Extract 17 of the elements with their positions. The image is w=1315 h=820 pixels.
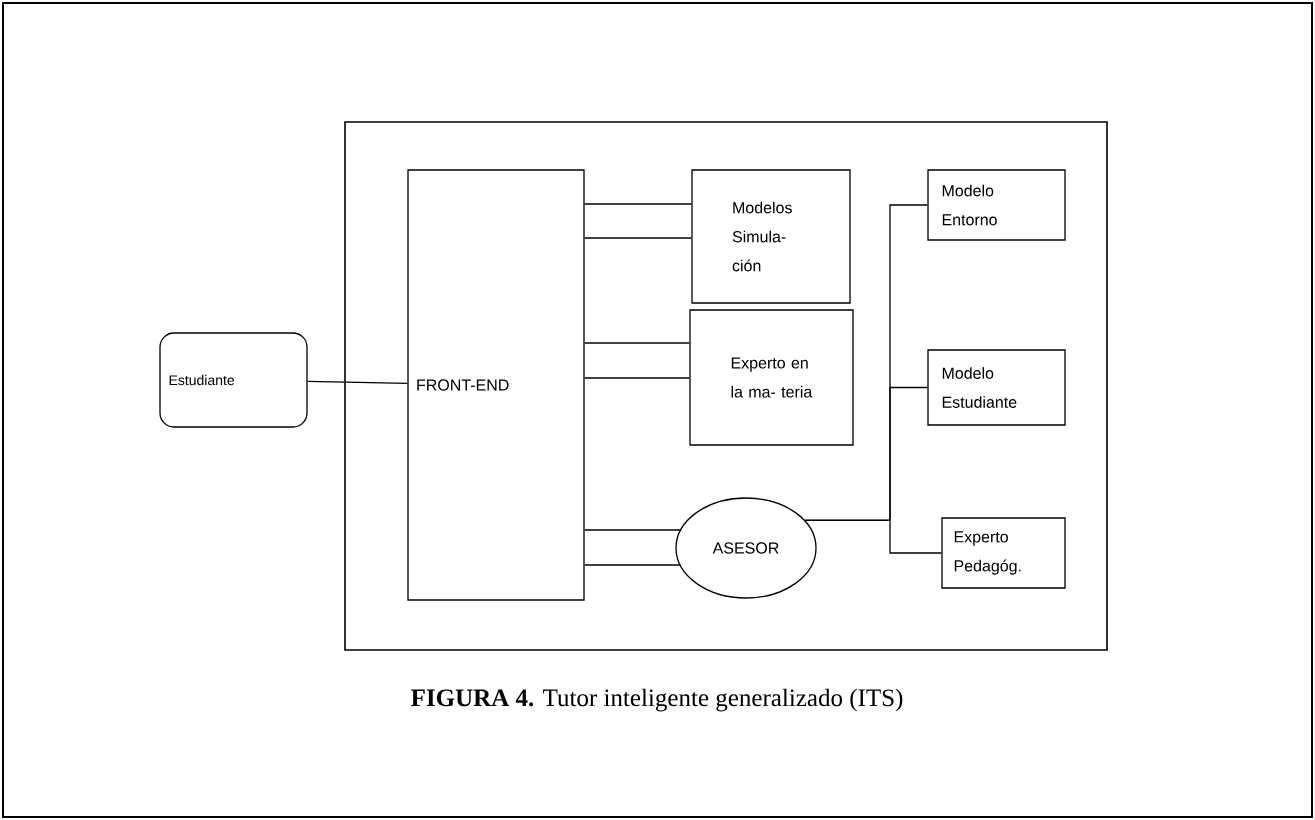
figure-caption: FIGURA 4. Tutor inteligente generalizado (ITS)	[411, 688, 903, 712]
module-box: Modelos Simula- ción	[691, 169, 851, 304]
module-box: Modelo Estudiante	[927, 349, 1066, 426]
connector-line	[584, 342, 690, 344]
connector-line	[804, 519, 942, 554]
connector-line	[307, 380, 408, 384]
module-box: Experto en la ma- teria	[689, 309, 854, 446]
module-box: Modelo Entorno	[927, 169, 1066, 241]
connector-line	[584, 564, 682, 566]
module-box: FRONT-END	[407, 169, 585, 601]
system-frame	[344, 121, 1108, 651]
connector-line	[584, 237, 692, 239]
module-box: Experto Pedagóg.	[941, 517, 1066, 589]
actor-box: Estudiante	[159, 332, 308, 428]
connector-line	[584, 203, 692, 205]
connector-line	[584, 377, 690, 379]
connector-line	[584, 529, 682, 531]
